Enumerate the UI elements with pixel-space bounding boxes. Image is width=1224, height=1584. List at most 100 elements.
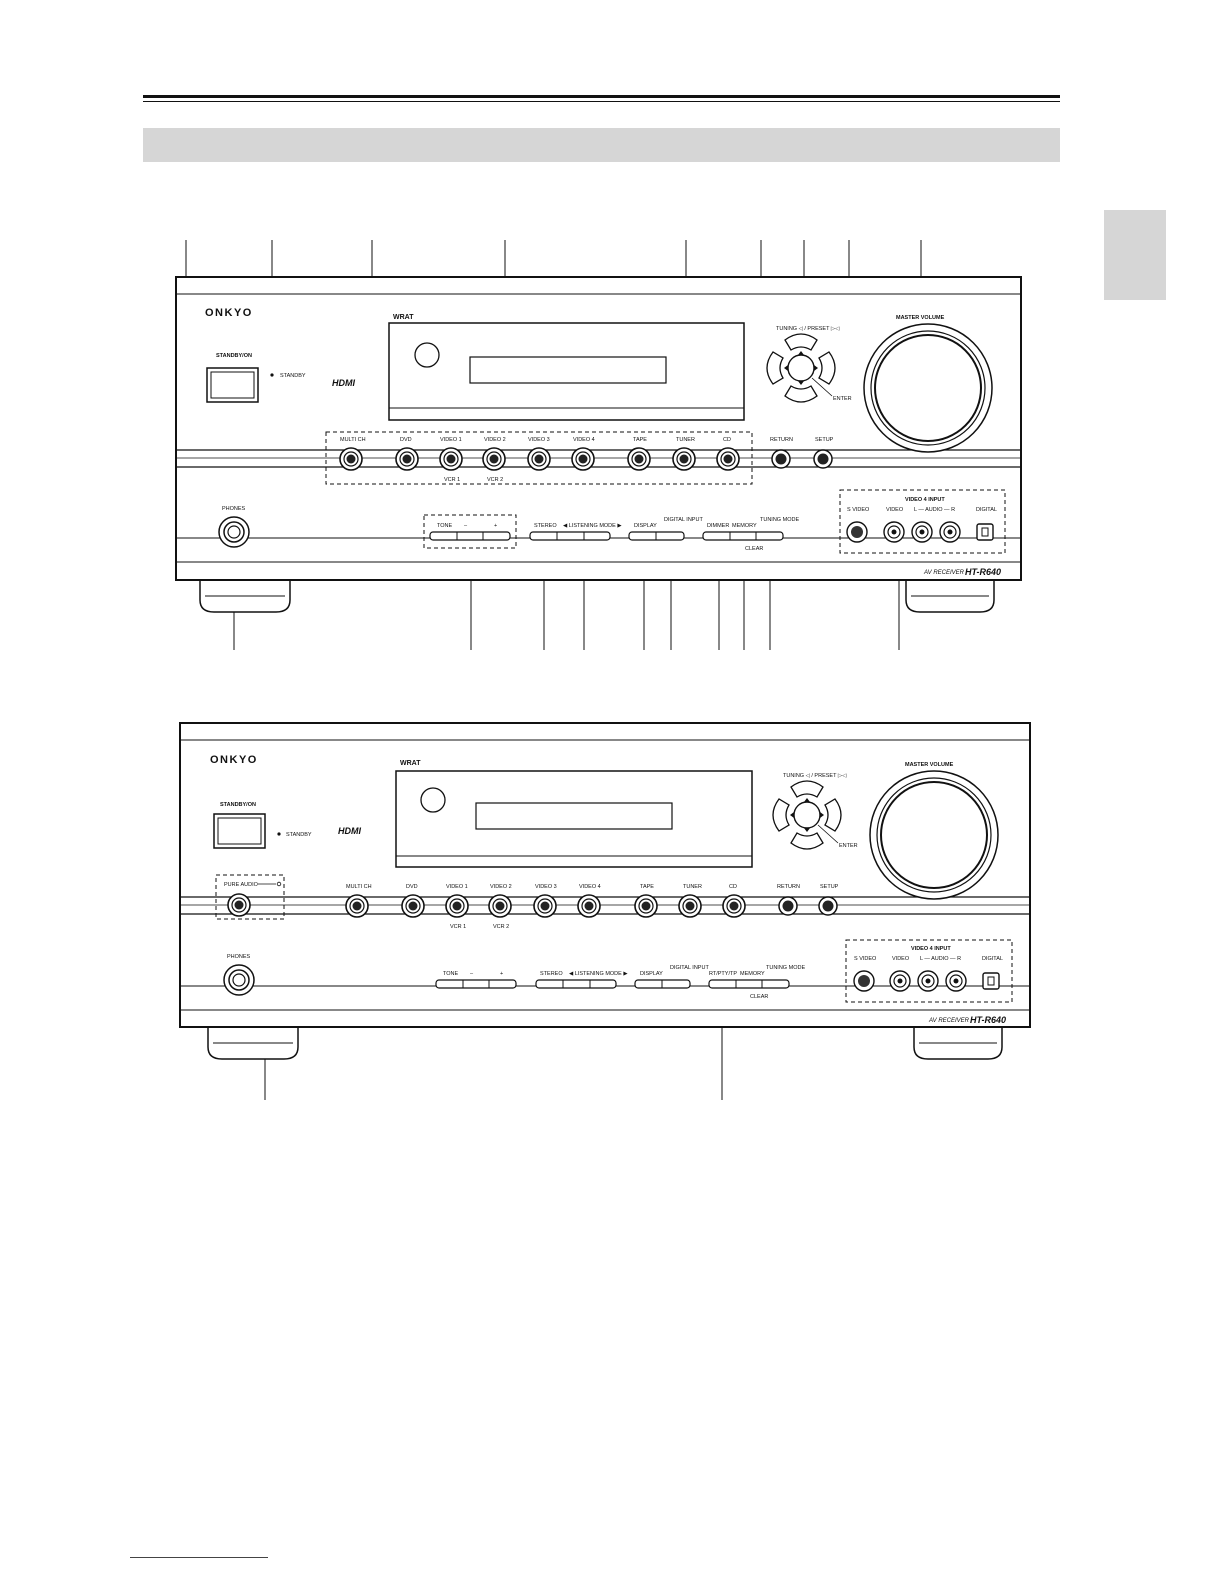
digital-optical-jack-2[interactable] <box>982 972 1000 990</box>
pure-audio-button[interactable] <box>227 893 251 917</box>
audio-lr-label: L — AUDIO — R <box>914 507 955 513</box>
model-name-2: HT-R640 <box>970 1015 1006 1025</box>
video-2-label: VIDEO 2 <box>484 437 506 443</box>
master-volume-label: MASTER VOLUME <box>896 315 945 321</box>
video-4-button[interactable] <box>571 447 595 471</box>
s-video-label-2: S VIDEO <box>854 956 877 962</box>
tape-button-2[interactable] <box>634 894 658 918</box>
return-button[interactable] <box>771 449 791 469</box>
multi-ch-label-2: MULTI CH <box>346 884 372 890</box>
return-button-2[interactable] <box>778 896 798 916</box>
cd-label: CD <box>723 437 731 443</box>
video-2-button[interactable] <box>482 447 506 471</box>
rt-pty-tp-label: RT/PTY/TP <box>709 971 737 977</box>
tape-button[interactable] <box>627 447 651 471</box>
tone-plus-label: + <box>494 523 497 529</box>
video-1-button[interactable] <box>439 447 463 471</box>
video-1-label: VIDEO 1 <box>440 437 462 443</box>
pure-audio-indicator <box>276 881 282 887</box>
video-4-button-2[interactable] <box>577 894 601 918</box>
tone-label-2: TONE <box>443 971 459 977</box>
setup-button-2[interactable] <box>818 896 838 916</box>
tuning-pad-2[interactable] <box>772 780 842 850</box>
setup-button[interactable] <box>813 449 833 469</box>
audio-l-jack[interactable] <box>911 521 933 543</box>
tuner-label: TUNER <box>676 437 695 443</box>
tuner-button[interactable] <box>672 447 696 471</box>
dimmer-memory-tuning-buttons[interactable] <box>702 531 784 541</box>
dvd-button-2[interactable] <box>401 894 425 918</box>
cd-button-2[interactable] <box>722 894 746 918</box>
listening-mode-label-2: ◀ LISTENING MODE ▶ <box>569 971 628 977</box>
wrat-logo-2: WRAT <box>400 760 421 767</box>
memory-label-2: MEMORY <box>740 971 765 977</box>
wrat-logo: WRAT <box>393 314 414 321</box>
multi-ch-label: MULTI CH <box>340 437 366 443</box>
model-prefix-2: AV RECEIVER <box>928 1018 970 1024</box>
video-3-label-2: VIDEO 3 <box>535 884 557 890</box>
master-volume-label-2: MASTER VOLUME <box>905 762 954 768</box>
phones-jack-2[interactable] <box>223 964 255 996</box>
phones-label-2: PHONES <box>227 954 251 960</box>
header-rule-thick <box>143 95 1060 98</box>
video4-input-label-2: VIDEO 4 INPUT <box>911 946 951 952</box>
video-label: VIDEO <box>886 507 904 513</box>
cd-label-2: CD <box>729 884 737 890</box>
tone-buttons-2[interactable] <box>435 979 517 989</box>
pure-audio-label: PURE AUDIO <box>224 882 259 888</box>
dvd-button[interactable] <box>395 447 419 471</box>
multi-ch-button-2[interactable] <box>345 894 369 918</box>
video-4-label-2: VIDEO 4 <box>579 884 601 890</box>
audio-r-jack-2[interactable] <box>945 970 967 992</box>
standby-on-button-2[interactable] <box>213 813 266 849</box>
video-3-button-2[interactable] <box>533 894 557 918</box>
vcr2-label: VCR 2 <box>487 477 503 483</box>
video-jack-2[interactable] <box>889 970 911 992</box>
enter-label-2: ENTER <box>839 843 858 849</box>
display-label: DISPLAY <box>634 523 657 529</box>
remote-sensor-2 <box>420 787 446 813</box>
audio-l-jack-2[interactable] <box>917 970 939 992</box>
vcr2-label-2: VCR 2 <box>493 924 509 930</box>
tuner-button-2[interactable] <box>678 894 702 918</box>
section-title-band <box>143 128 1060 162</box>
tone-label: TONE <box>437 523 453 529</box>
standby-label-2: STANDBY <box>286 832 312 838</box>
listening-mode-buttons[interactable] <box>529 531 611 541</box>
video-2-button-2[interactable] <box>488 894 512 918</box>
video-1-button-2[interactable] <box>445 894 469 918</box>
video-jack[interactable] <box>883 521 905 543</box>
onkyo-logo-2: ONKYO <box>210 754 258 766</box>
footer-rule <box>130 1557 268 1558</box>
vcr1-label-2: VCR 1 <box>450 924 466 930</box>
enter-button-2[interactable] <box>793 801 821 829</box>
standby-on-button[interactable] <box>206 367 259 403</box>
tone-buttons[interactable] <box>429 531 511 541</box>
listening-mode-buttons-2[interactable] <box>535 979 617 989</box>
standby-indicator <box>270 373 274 377</box>
digital-optical-jack[interactable] <box>976 523 994 541</box>
phones-jack[interactable] <box>218 516 250 548</box>
phones-label: PHONES <box>222 506 246 512</box>
enter-button[interactable] <box>787 354 815 382</box>
tone-plus-label-2: + <box>500 971 503 977</box>
tape-label-2: TAPE <box>640 884 654 890</box>
tuning-pad[interactable] <box>766 333 836 403</box>
video-3-button[interactable] <box>527 447 551 471</box>
tone-minus-label: – <box>464 523 468 529</box>
cd-button[interactable] <box>716 447 740 471</box>
listening-mode-label: ◀ LISTENING MODE ▶ <box>563 523 622 529</box>
setup-label: SETUP <box>815 437 834 443</box>
audio-r-jack[interactable] <box>939 521 961 543</box>
multi-ch-button[interactable] <box>339 447 363 471</box>
tuning-mode-label: TUNING MODE <box>760 517 799 523</box>
video-2-label-2: VIDEO 2 <box>490 884 512 890</box>
selector-row-lower: MULTI CH DVD VIDEO 1 VIDEO 2 VIDEO 3 VID… <box>345 884 839 930</box>
display-screen-2 <box>475 802 673 830</box>
vcr1-label: VCR 1 <box>444 477 460 483</box>
return-label-2: RETURN <box>777 884 800 890</box>
enter-label: ENTER <box>833 396 852 402</box>
rt-memory-tuning-buttons[interactable] <box>708 979 790 989</box>
tuner-label-2: TUNER <box>683 884 702 890</box>
